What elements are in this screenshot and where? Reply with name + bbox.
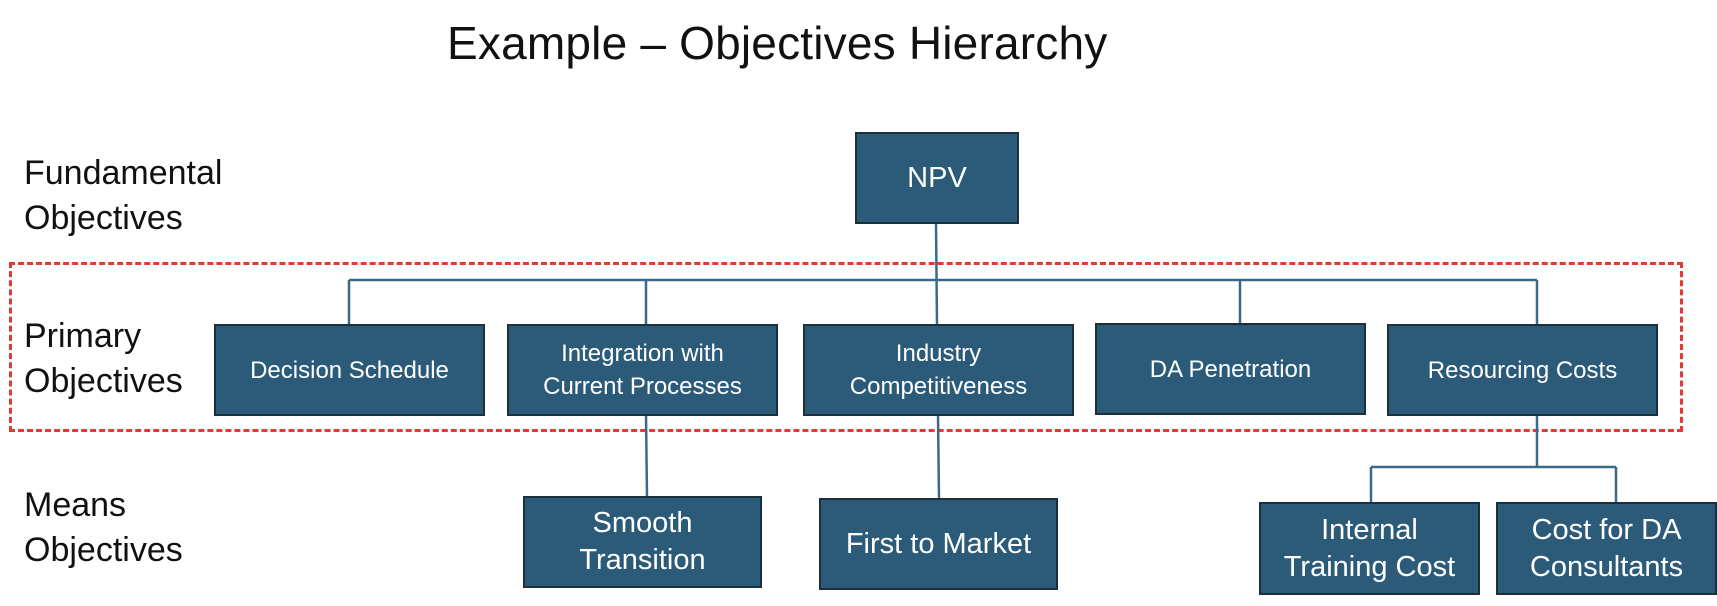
node-npv: NPV [855, 132, 1019, 224]
diagram-title: Example – Objectives Hierarchy [447, 17, 1108, 69]
node-industry-competitiveness: Industry Competitiveness [803, 324, 1074, 416]
node-first-to-market: First to Market [819, 498, 1058, 590]
row-label-means: Means Objectives [24, 486, 183, 569]
node-da-penetration: DA Penetration [1095, 323, 1366, 415]
connector-industry-to-first-to-market [936, 414, 941, 500]
primary-objectives-highlight-frame [9, 262, 1683, 432]
node-smooth-transition: Smooth Transition [523, 496, 762, 588]
node-cost-for-da-consultants: Cost for DA Consultants [1496, 502, 1717, 595]
connector-integration-to-smooth-transition [644, 414, 649, 498]
row-label-primary: Primary Objectives [24, 317, 183, 400]
row-label-fundamental: Fundamental Objectives [24, 154, 223, 237]
connector-npv-trunk [934, 223, 939, 326]
node-integration-with-current-processes: Integration with Current Processes [507, 324, 778, 416]
node-decision-schedule: Decision Schedule [214, 324, 485, 416]
node-internal-training-cost: Internal Training Cost [1259, 502, 1480, 595]
node-resourcing-costs: Resourcing Costs [1387, 324, 1658, 416]
